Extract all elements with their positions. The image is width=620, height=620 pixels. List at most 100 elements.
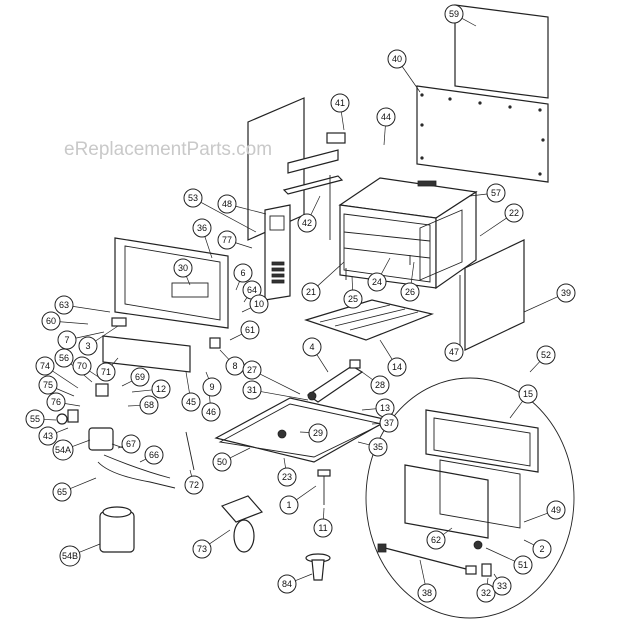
- callout-label: 71: [101, 367, 111, 377]
- leader-line-69: [121, 380, 133, 387]
- callout-circle: [444, 342, 464, 362]
- callout-71: 71: [96, 362, 116, 382]
- leader-line-31: [260, 391, 309, 401]
- leader-line-65: [70, 477, 97, 489]
- callout-label: 37: [384, 418, 394, 428]
- leader-line-74: [52, 370, 79, 389]
- callout-23: 23: [277, 467, 297, 487]
- leader-line-27: [259, 373, 301, 395]
- callout-circle: [38, 375, 58, 395]
- callout-label: 64: [247, 285, 257, 295]
- callout-circle: [518, 384, 538, 404]
- leader-line-14: [379, 339, 393, 360]
- callout-40: 40: [387, 49, 407, 69]
- callout-label: 67: [126, 439, 136, 449]
- callout-label: 51: [518, 560, 528, 570]
- callout-7: 7: [57, 330, 77, 350]
- callout-32: 32: [476, 583, 496, 603]
- callout-59: 59: [444, 4, 464, 24]
- leader-line-77: [235, 242, 253, 249]
- callout-circle: [181, 392, 201, 412]
- callout-circle: [444, 4, 464, 24]
- leader-line-4: [316, 354, 329, 373]
- callout-39: 39: [556, 283, 576, 303]
- callout-11: 11: [313, 518, 333, 538]
- callout-label: 42: [302, 218, 312, 228]
- callout-label: 55: [30, 414, 40, 424]
- callout-label: 22: [509, 208, 519, 218]
- callout-label: 14: [392, 362, 402, 372]
- callout-label: 63: [59, 300, 69, 310]
- callout-circle: [301, 282, 321, 302]
- callout-60: 60: [41, 311, 61, 331]
- callout-circle: [426, 530, 446, 550]
- callout-62: 62: [426, 530, 446, 550]
- callout-circle: [183, 188, 203, 208]
- callout-label: 29: [313, 428, 323, 438]
- callout-circle: [387, 357, 407, 377]
- callout-label: 31: [247, 385, 257, 395]
- callout-label: 13: [380, 403, 390, 413]
- leader-lines: [43, 18, 558, 585]
- callout-43: 43: [38, 426, 58, 446]
- callout-label: 54A: [55, 445, 71, 455]
- callout-label: 61: [245, 325, 255, 335]
- callout-circle: [192, 218, 212, 238]
- leader-line-21: [317, 261, 345, 287]
- leader-line-9: [205, 371, 209, 379]
- callout-label: 28: [375, 380, 385, 390]
- callout-47: 47: [444, 342, 464, 362]
- callout-13: 13: [375, 398, 395, 418]
- callout-circle: [476, 583, 496, 603]
- leader-line-48: [235, 205, 267, 215]
- callout-label: 72: [189, 480, 199, 490]
- callout-label: 21: [306, 287, 316, 297]
- callout-circle: [202, 377, 222, 397]
- callout-label: 38: [422, 588, 432, 598]
- callout-circle: [242, 360, 262, 380]
- callout-4: 4: [302, 337, 322, 357]
- callout-circle: [72, 356, 92, 376]
- callout-56: 56: [54, 348, 74, 368]
- callout-circle: [330, 93, 350, 113]
- callout-circle: [233, 263, 253, 283]
- leader-line-6: [235, 281, 240, 291]
- callout-44: 44: [376, 107, 396, 127]
- callout-label: 2: [539, 544, 544, 554]
- leader-line-43: [56, 427, 69, 433]
- callout-67: 67: [121, 434, 141, 454]
- callout-48: 48: [217, 194, 237, 214]
- leader-line-40: [401, 66, 421, 93]
- callout-label: 66: [149, 450, 159, 460]
- callout-circle: [35, 356, 55, 376]
- callout-68: 68: [139, 395, 159, 415]
- leader-line-29: [299, 431, 310, 433]
- callout-circle: [144, 445, 164, 465]
- callout-57: 57: [486, 183, 506, 203]
- callout-55: 55: [25, 409, 45, 429]
- callout-label: 36: [197, 223, 207, 233]
- callout-circle: [387, 49, 407, 69]
- callout-84: 84: [277, 574, 297, 594]
- callout-65: 65: [52, 482, 72, 502]
- callout-circle: [52, 482, 72, 502]
- callout-46: 46: [201, 402, 221, 422]
- leader-line-30: [186, 276, 191, 286]
- callout-label: 26: [405, 287, 415, 297]
- callout-29: 29: [308, 423, 328, 443]
- callout-circle: [46, 392, 66, 412]
- callout-label: 84: [282, 579, 292, 589]
- callout-circle: [130, 367, 150, 387]
- callout-label: 54B: [62, 551, 78, 561]
- callout-circle: [173, 258, 193, 278]
- callout-circle: [277, 574, 297, 594]
- callout-35: 35: [368, 437, 388, 457]
- leader-line-73: [209, 529, 231, 545]
- leader-line-41: [340, 111, 345, 131]
- callout-circle: [532, 539, 552, 559]
- leader-line-2: [523, 539, 535, 546]
- callout-circle: [504, 203, 524, 223]
- callout-label: 23: [282, 472, 292, 482]
- leader-line-23: [283, 457, 286, 469]
- callout-66: 66: [144, 445, 164, 465]
